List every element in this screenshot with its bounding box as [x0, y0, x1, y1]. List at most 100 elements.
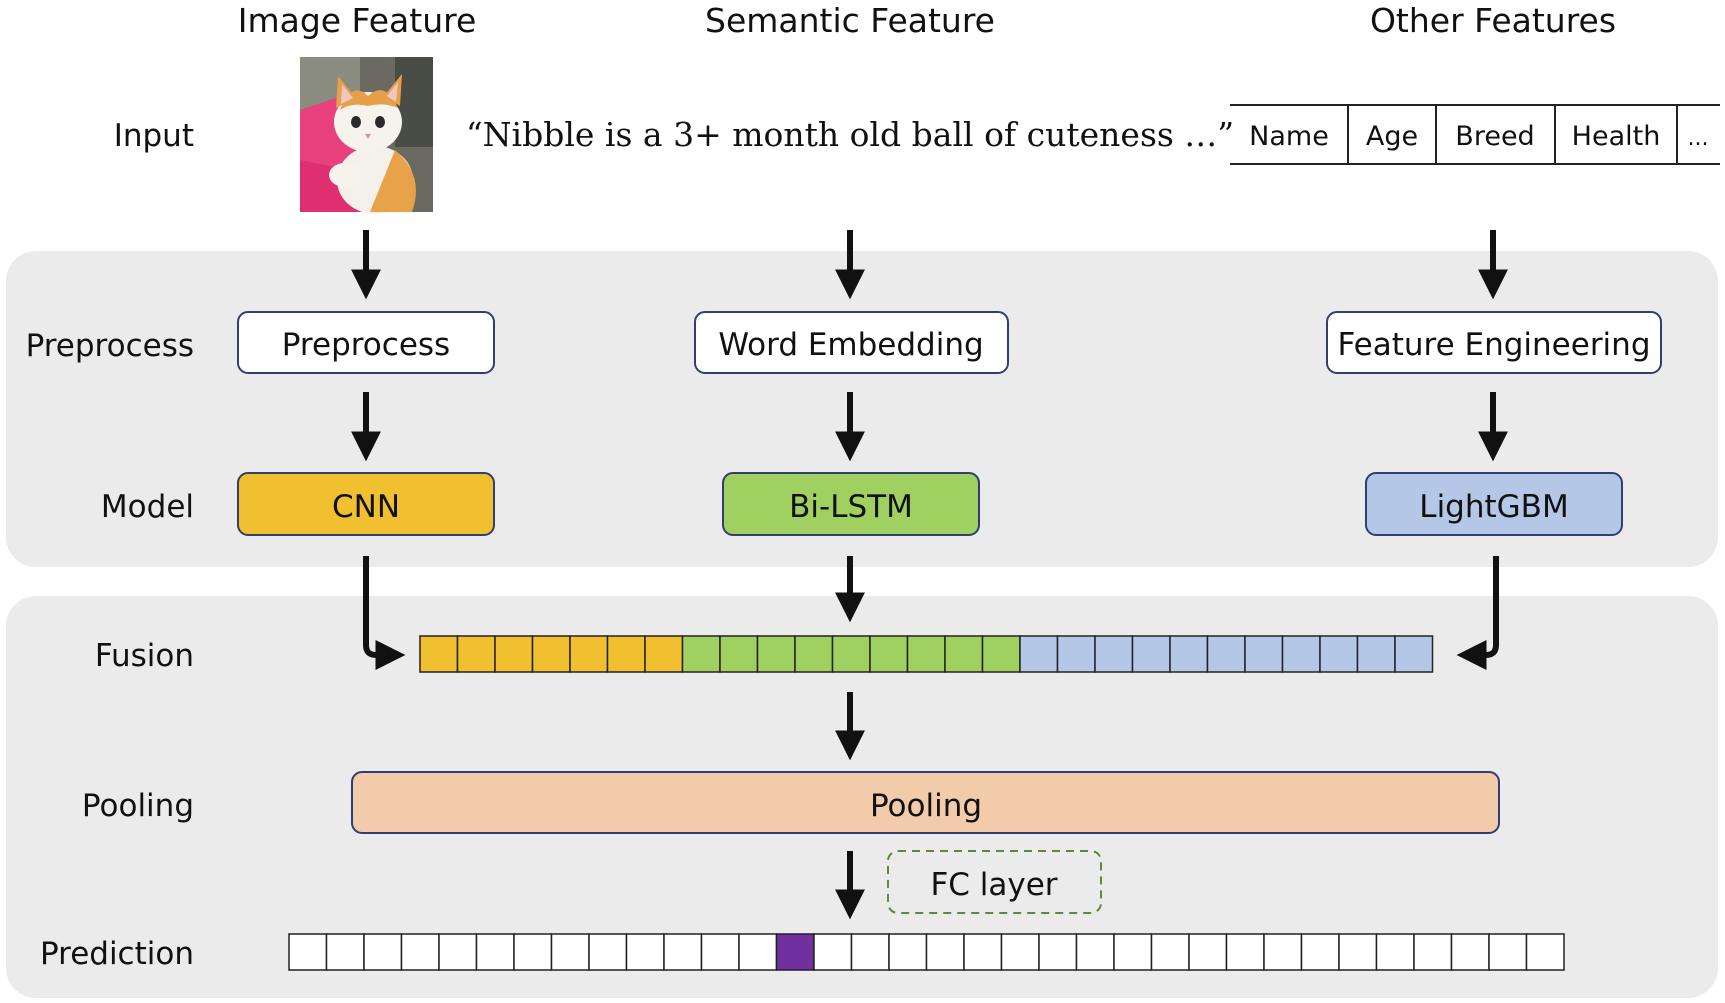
prediction-cell	[1300, 933, 1340, 971]
row-label-preprocess: Preprocess	[26, 328, 194, 364]
feature-engineering-box-label: Feature Engineering	[1338, 327, 1651, 363]
prediction-cell	[588, 933, 628, 971]
fusion-cell-cnn	[494, 635, 534, 673]
fusion-cell-cnn	[569, 635, 609, 673]
fusion-cell-bi-lstm	[981, 635, 1021, 673]
arrow-lightgbm-to-fusion	[1456, 556, 1499, 670]
header-other-features: Other Features	[1370, 1, 1616, 40]
prediction-cell	[1150, 933, 1190, 971]
row-label-pooling: Pooling	[82, 788, 194, 824]
prediction-vector	[288, 933, 1565, 971]
fusion-cell-bi-lstm	[869, 635, 909, 673]
prediction-cell	[1113, 933, 1153, 971]
table-col-name: Name	[1249, 121, 1329, 152]
prediction-cell	[813, 933, 853, 971]
prediction-cell	[625, 933, 665, 971]
prediction-cell	[738, 933, 778, 971]
table-col-health: Health	[1572, 121, 1661, 152]
row-label-prediction: Prediction	[40, 936, 194, 972]
fusion-cell-bi-lstm	[756, 635, 796, 673]
fc-layer-box	[887, 850, 1102, 914]
prediction-cell	[663, 933, 703, 971]
prediction-cell	[1263, 933, 1303, 971]
header-image-feature: Image Feature	[238, 1, 477, 40]
fusion-cell-lightgbm	[1319, 635, 1359, 673]
cnn-box	[237, 472, 495, 536]
lightgbm-box-label: LightGBM	[1419, 489, 1568, 525]
feature-engineering-box	[1326, 311, 1662, 374]
fusion-cell-bi-lstm	[944, 635, 984, 673]
prediction-cell	[850, 933, 890, 971]
input-text: “Nibble is a 3+ month old ball of cutene…	[466, 115, 1234, 154]
fusion-cell-lightgbm	[1094, 635, 1134, 673]
table-col-more: ...	[1688, 126, 1709, 151]
arrows	[351, 230, 1508, 920]
arrow-cnn-to-fusion	[363, 556, 406, 670]
fusion-cell-cnn	[644, 635, 684, 673]
prediction-cell	[1525, 933, 1565, 971]
input-table	[1230, 104, 1720, 165]
fusion-cell-bi-lstm	[719, 635, 759, 673]
fusion-cell-cnn	[606, 635, 646, 673]
fusion-cell-cnn	[419, 635, 459, 673]
prediction-cell	[475, 933, 515, 971]
header-semantic-feature: Semantic Feature	[705, 1, 995, 40]
preprocess-box-label: Preprocess	[282, 327, 450, 363]
fusion-cell-bi-lstm	[831, 635, 871, 673]
fusion-cell-lightgbm	[1019, 635, 1059, 673]
pooling-box	[351, 771, 1500, 834]
prediction-cell	[963, 933, 1003, 971]
pooling-box-label: Pooling	[870, 788, 982, 824]
fusion-cell-cnn	[531, 635, 571, 673]
fusion-cell-lightgbm	[1169, 635, 1209, 673]
fusion-cell-bi-lstm	[794, 635, 834, 673]
prediction-cell	[513, 933, 553, 971]
prediction-cell	[1413, 933, 1453, 971]
prediction-cell	[1338, 933, 1378, 971]
prediction-cell-selected	[775, 933, 815, 971]
fc-layer-box-label: FC layer	[930, 867, 1057, 903]
prediction-cell	[1000, 933, 1040, 971]
preprocess-box	[237, 311, 495, 374]
prediction-cell	[925, 933, 965, 971]
prediction-cell	[288, 933, 328, 971]
prediction-cell	[1450, 933, 1490, 971]
fusion-vector	[419, 635, 1434, 673]
prediction-cell	[438, 933, 478, 971]
table-col-breed: Breed	[1455, 121, 1534, 152]
row-label-fusion: Fusion	[95, 638, 194, 674]
fusion-cell-bi-lstm	[681, 635, 721, 673]
prediction-cell	[550, 933, 590, 971]
cat-photo	[300, 57, 433, 214]
prediction-cell	[1188, 933, 1228, 971]
word-embedding-box	[694, 311, 1009, 374]
row-label-input: Input	[114, 118, 194, 154]
fusion-cell-cnn	[456, 635, 496, 673]
bilstm-box	[722, 472, 980, 536]
fusion-cell-bi-lstm	[906, 635, 946, 673]
table-col-age: Age	[1366, 121, 1418, 152]
fusion-cell-lightgbm	[1244, 635, 1284, 673]
fusion-cell-lightgbm	[1206, 635, 1246, 673]
fusion-cell-lightgbm	[1356, 635, 1396, 673]
fusion-cell-lightgbm	[1056, 635, 1096, 673]
bilstm-box-label: Bi-LSTM	[789, 489, 913, 525]
prediction-cell	[400, 933, 440, 971]
cnn-box-label: CNN	[332, 489, 400, 525]
prediction-cell	[888, 933, 928, 971]
prediction-cell	[1375, 933, 1415, 971]
word-embedding-box-label: Word Embedding	[718, 327, 983, 363]
fusion-cell-lightgbm	[1394, 635, 1434, 673]
prediction-cell	[1488, 933, 1528, 971]
fusion-cell-lightgbm	[1131, 635, 1171, 673]
lightgbm-box	[1365, 472, 1623, 536]
row-label-model: Model	[101, 489, 194, 525]
prediction-cell	[1038, 933, 1078, 971]
prediction-cell	[1225, 933, 1265, 971]
prediction-cell	[1075, 933, 1115, 971]
prediction-cell	[325, 933, 365, 971]
prediction-cell	[700, 933, 740, 971]
prediction-cell	[363, 933, 403, 971]
fusion-cell-lightgbm	[1281, 635, 1321, 673]
